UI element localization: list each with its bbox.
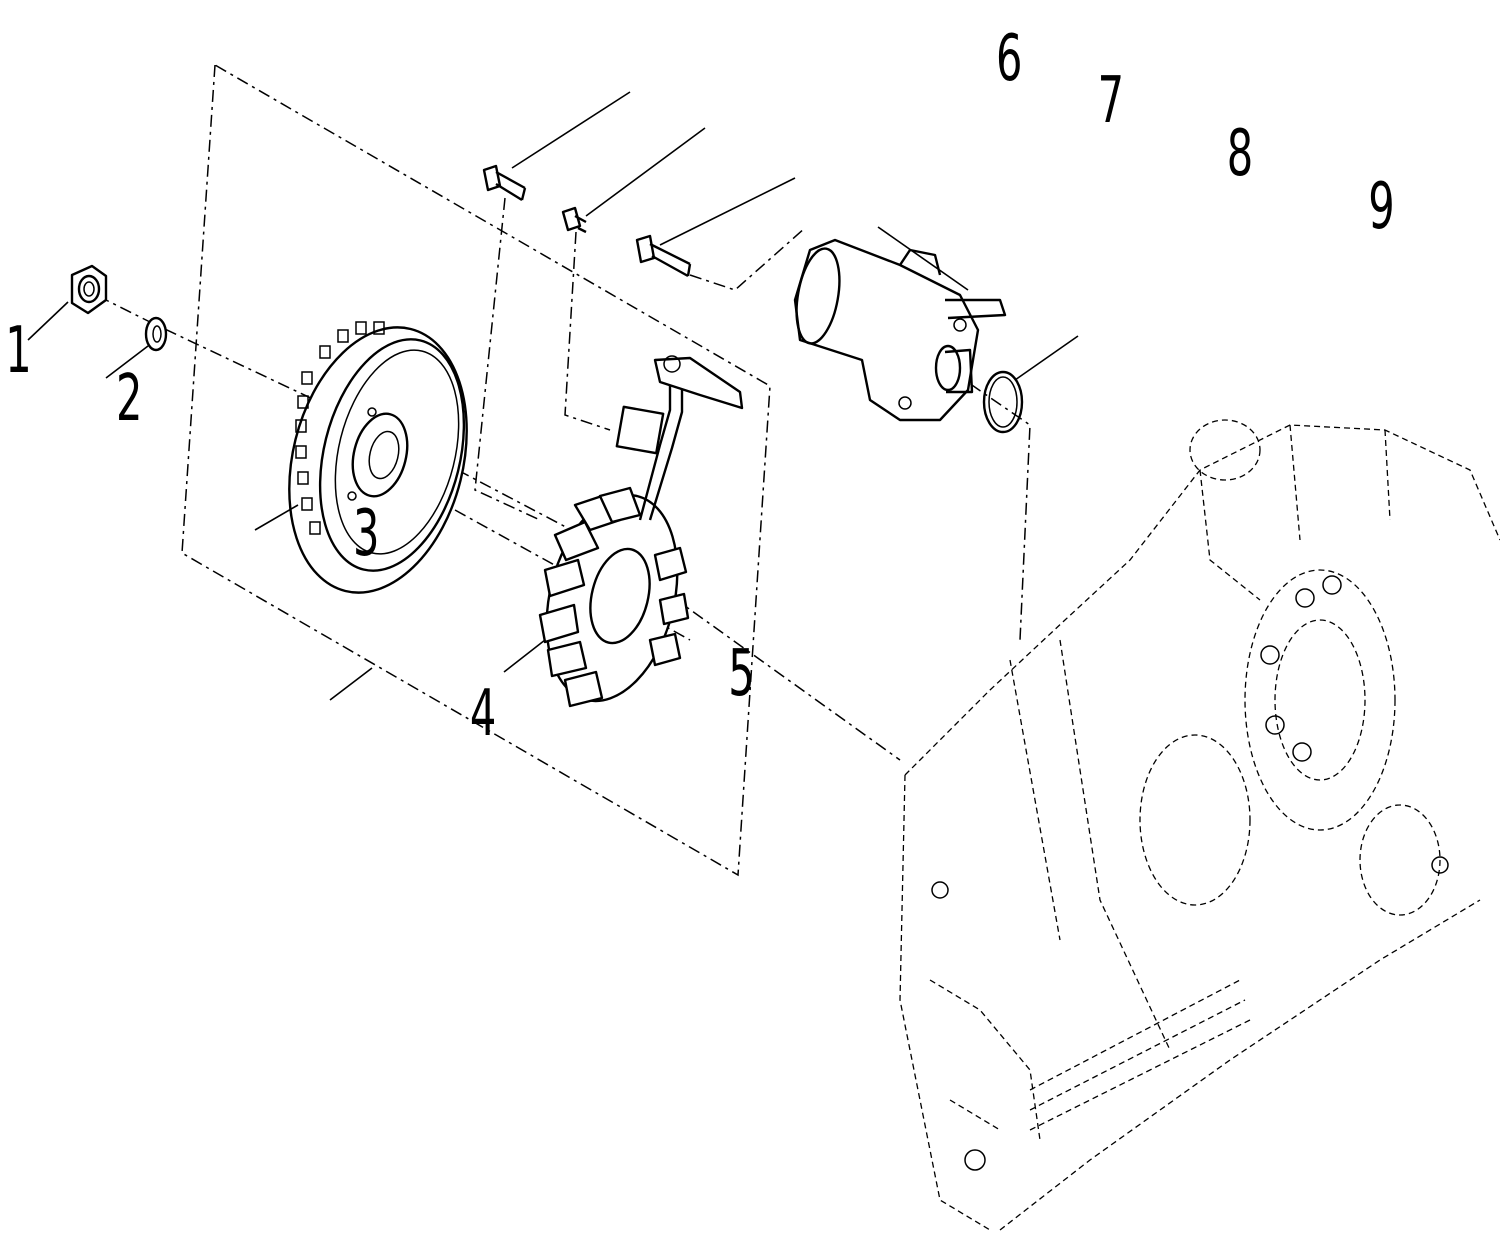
bolt-part-8 [635,234,692,278]
bolt-part-6 [482,164,527,202]
flywheel-rotor-part-3 [288,321,468,594]
starter-motor-part-9 [793,238,1007,422]
callout-6: 6 [996,21,1022,96]
leader-lines [27,91,1079,701]
callout-4: 4 [470,676,496,751]
stator-part-5 [538,355,744,708]
callout-1: 1 [5,313,31,388]
callout-7: 7 [1098,63,1124,138]
washer-part-2 [144,316,168,352]
callout-8: 8 [1227,116,1253,191]
crankcase-housing [899,419,1500,1231]
callout-5: 5 [728,636,754,711]
assembly-center-lines [97,64,1031,877]
o-ring-part-10 [982,370,1024,434]
callout-labels: 1 2 3 4 5 6 7 8 9 10 [5,21,1394,751]
callout-2: 2 [116,361,142,436]
callout-3: 3 [353,496,379,571]
callout-9: 9 [1368,169,1394,244]
flange-nut-part-1 [70,264,108,315]
screw-part-7 [561,206,587,234]
